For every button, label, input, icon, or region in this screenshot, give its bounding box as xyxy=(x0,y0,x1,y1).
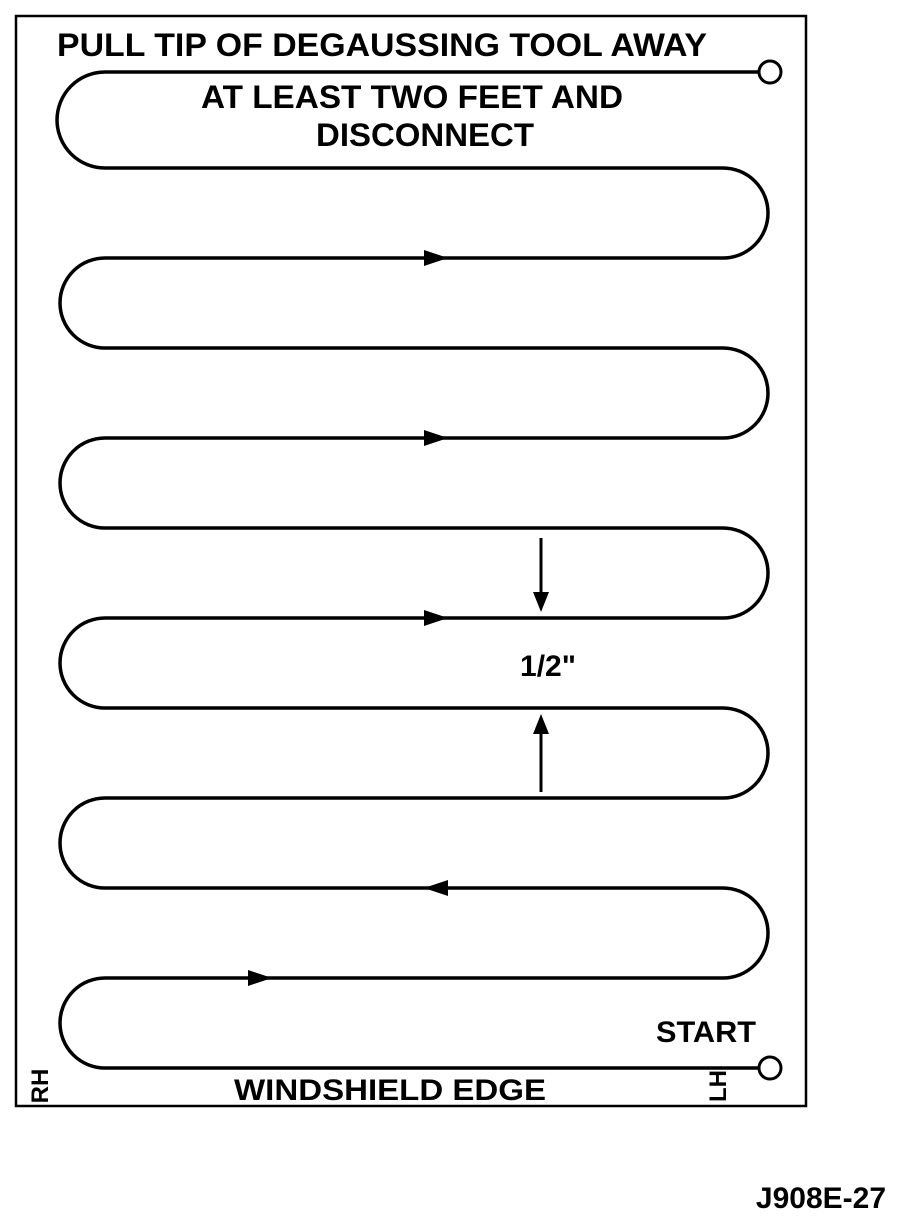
degaussing-path xyxy=(55,70,770,1070)
direction-arrow xyxy=(424,430,448,446)
direction-arrow xyxy=(424,610,448,626)
figure-id: J908E-27 xyxy=(756,1182,886,1215)
spacing-label: 1/2" xyxy=(520,650,576,683)
instruction-line-3: DISCONNECT xyxy=(316,117,534,153)
direction-arrow xyxy=(248,970,272,986)
direction-arrow xyxy=(424,250,448,266)
spacing-dimension-arrows xyxy=(533,538,549,792)
start-label: START xyxy=(656,1016,756,1049)
direction-arrow xyxy=(424,880,448,896)
start-point-circle xyxy=(757,1055,783,1081)
lh-side-label: LH xyxy=(705,1070,732,1102)
instruction-line-1: PULL TIP OF DEGAUSSING TOOL AWAY xyxy=(57,27,707,63)
end-point-circle xyxy=(757,59,783,85)
windshield-edge-label: WINDSHIELD EDGE xyxy=(234,1074,546,1107)
instruction-line-2: AT LEAST TWO FEET AND xyxy=(201,79,623,115)
rh-side-label: RH xyxy=(27,1069,54,1104)
windshield-outline xyxy=(14,14,808,1108)
